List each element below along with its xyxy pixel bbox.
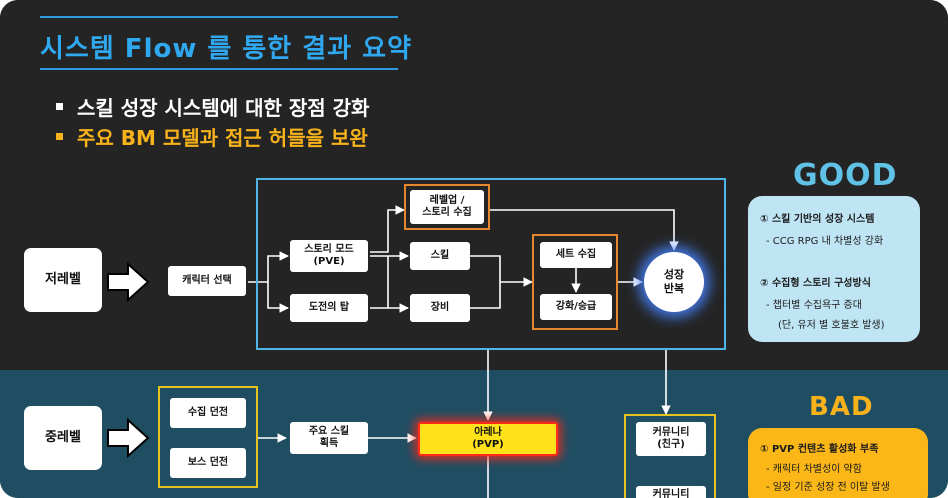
story-mode-box: 스토리 모드(PVE) (290, 240, 368, 272)
collect-dungeon-box: 수집 던전 (170, 398, 246, 428)
good-item-2-heading: ② 수집형 스토리 구성방식 (760, 278, 871, 289)
good-item-2-note: (단, 유저 별 호불호 발생) (778, 320, 885, 331)
good-title: GOOD (793, 158, 898, 193)
boss-dungeon-box: 보스 던전 (170, 448, 246, 478)
community-frame (624, 414, 716, 498)
enhance-promote-box: 강화/승급 (540, 294, 612, 320)
bullet-square-icon (56, 133, 63, 140)
level-mid-arrow-icon (107, 418, 150, 458)
community-friend-box: 커뮤니티(친구) (636, 422, 706, 456)
levelup-story-collect-box: 레벨업 /스토리 수집 (410, 190, 484, 224)
good-item-1-detail: - CCG RPG 내 차별성 강화 (766, 236, 884, 247)
level-mid-box: 중레벨 (24, 406, 102, 470)
good-item-1-heading: ① 스킬 기반의 성장 시스템 (760, 214, 875, 225)
page-title: 시스템 Flow 를 통한 결과 요약 (40, 34, 413, 64)
bad-panel: ① PVP 컨텐츠 활성화 부족 - 캐릭터 차별성이 약함 - 일정 기준 성… (748, 428, 928, 498)
arena-pvp-box: 아레나(PVP) (418, 422, 558, 456)
set-enhance-frame (532, 234, 618, 330)
character-select-box: 캐릭터 선택 (168, 266, 246, 296)
bad-item-1-detail-2: - 일정 기준 성장 전 이탈 발생 (766, 482, 890, 493)
bullet-weakness: 주요 BM 모델과 접근 허들을 보완 (56, 122, 368, 151)
bad-item-1-heading: ① PVP 컨텐츠 활성화 부족 (760, 444, 879, 455)
bullet-strength: 스킬 성장 시스템에 대한 장점 강화 (56, 92, 369, 121)
challenge-tower-box: 도전의 탑 (290, 294, 368, 322)
levelup-frame (404, 184, 490, 230)
good-panel: ① 스킬 기반의 성장 시스템 - CCG RPG 내 차별성 강화 ② 수집형… (748, 196, 920, 342)
set-collect-box: 세트 수집 (540, 242, 612, 268)
level-low-arrow-icon (107, 262, 150, 302)
bullet-square-icon (56, 103, 63, 110)
level-low-box: 저레벨 (24, 248, 102, 312)
dungeon-frame (158, 386, 258, 488)
good-item-2-detail: - 챕터별 수집욕구 증대 (766, 300, 862, 311)
bad-title: BAD (809, 392, 874, 422)
title-bottom-rule (40, 68, 398, 70)
community-box-partial: 커뮤니티 (636, 486, 706, 498)
title-top-rule (40, 16, 398, 18)
main-flow-frame (256, 178, 726, 350)
skill-box: 스킬 (410, 242, 470, 270)
equipment-box: 장비 (410, 294, 470, 322)
growth-repeat-circle: 성장 반복 (644, 252, 704, 312)
bad-item-1-detail-1: - 캐릭터 차별성이 약함 (766, 464, 862, 475)
